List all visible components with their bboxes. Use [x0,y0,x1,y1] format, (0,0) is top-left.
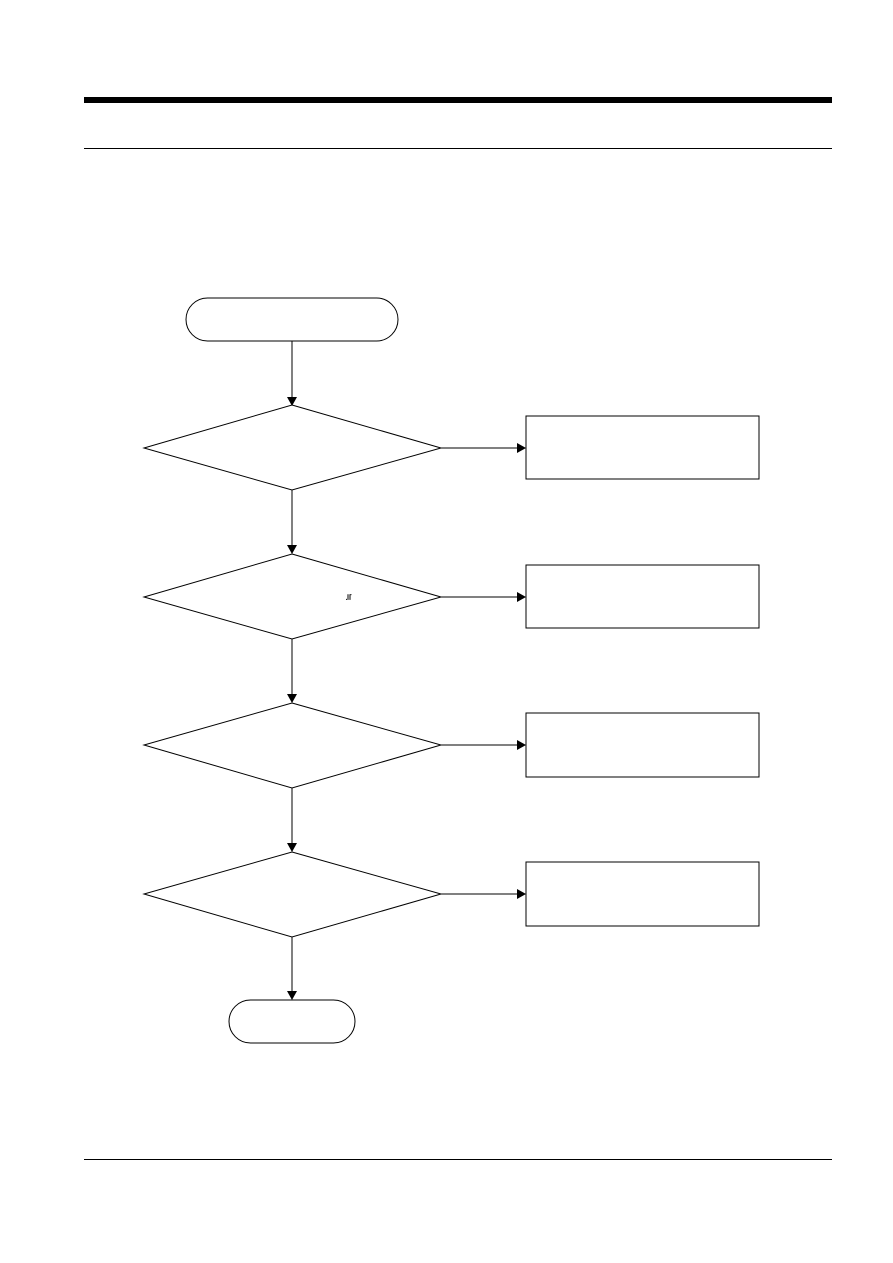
decision-2-mark: ≒ [344,593,354,601]
arrowhead-decision-2-to-action-2 [517,592,526,602]
action-box-1 [525,415,760,480]
action-box-3 [525,712,760,778]
start-terminator [185,297,399,342]
decision-4 [142,851,443,938]
arrowhead-decision-2-to-decision-3 [287,694,297,703]
arrowhead-decision-1-to-decision-2 [287,545,297,554]
footer-rule [84,1159,832,1160]
decision-1 [142,404,443,491]
arrowhead-decision-1-to-action-1 [517,443,526,453]
decision-2 [142,553,443,640]
arrowhead-start-to-decision-1 [287,397,297,406]
action-box-4 [525,861,760,927]
arrowhead-decision-4-to-end [287,991,297,1000]
end-terminator [228,999,356,1044]
arrowhead-decision-3-to-action-3 [517,740,526,750]
arrowhead-decision-3-to-decision-4 [287,843,297,852]
arrowhead-decision-4-to-action-4 [517,889,526,899]
action-box-2 [525,564,760,629]
header-thick-rule [84,97,832,103]
decision-3 [142,702,443,789]
header-thin-rule [84,148,832,149]
